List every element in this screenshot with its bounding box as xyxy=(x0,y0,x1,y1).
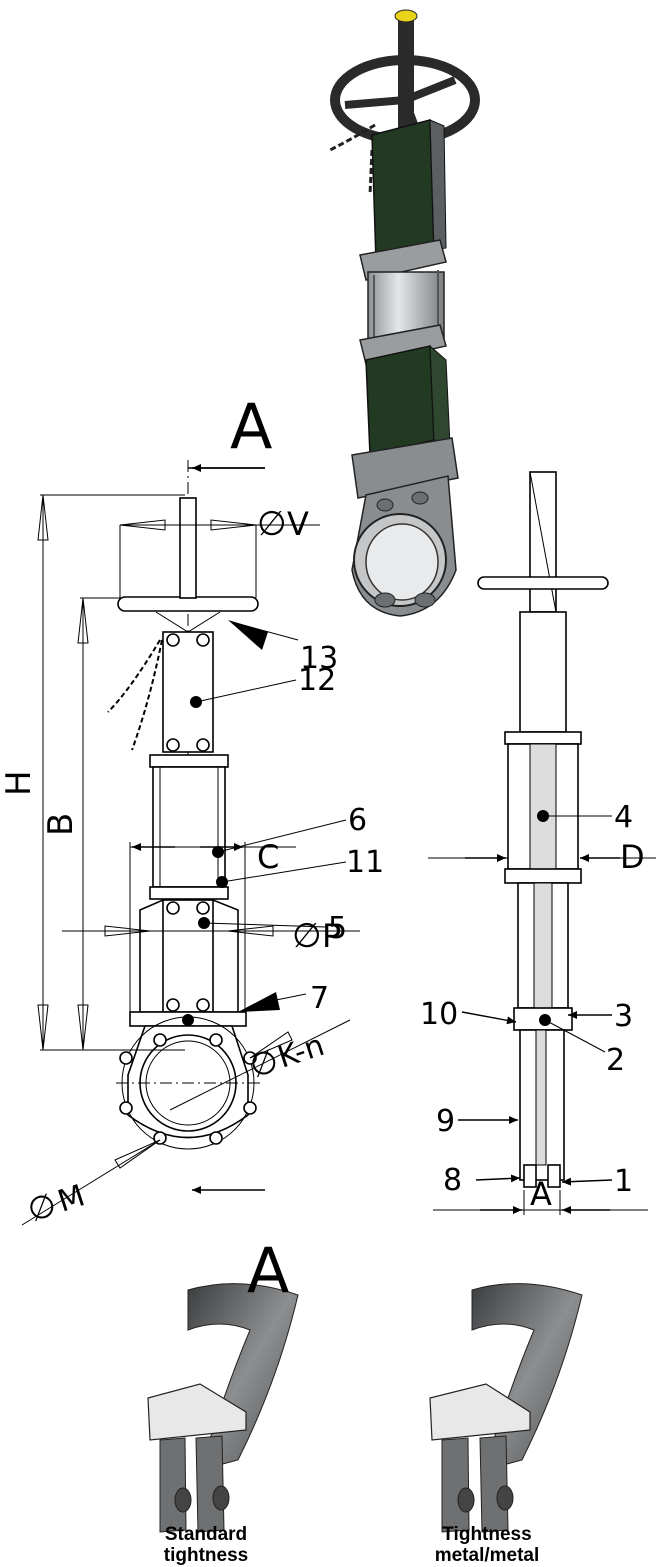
caption-metal-line1: Tightness xyxy=(442,1524,531,1545)
dim-v-label: V xyxy=(287,505,309,543)
section-dimensions xyxy=(428,815,656,1215)
caption-metal-line2: metal/metal xyxy=(435,1545,540,1566)
part-number-6: 6 xyxy=(348,803,367,838)
part-number-2: 2 xyxy=(606,1043,625,1078)
part-number-5: 5 xyxy=(328,911,347,946)
part-number-11: 11 xyxy=(346,845,384,880)
cylinder xyxy=(152,766,226,888)
handwheel xyxy=(117,596,259,612)
part-number-4: 4 xyxy=(614,800,633,835)
dim-p-symbol: ∅ xyxy=(292,916,322,956)
isometric-view xyxy=(329,9,480,617)
dim-h-label: H xyxy=(0,770,39,796)
dim-d-label: D xyxy=(620,838,645,876)
seat-detail-metal xyxy=(429,1283,583,1533)
part-number-9: 9 xyxy=(436,1104,455,1139)
part-number-1: 1 xyxy=(614,1164,633,1199)
dim-p-label: P xyxy=(322,917,341,955)
part-number-3: 3 xyxy=(614,999,633,1034)
dim-a-label: A xyxy=(530,1175,552,1213)
yoke-upper-3d xyxy=(371,119,435,263)
dim-c-label: C xyxy=(257,838,279,876)
chain-3d xyxy=(329,123,376,152)
seat-detail-standard xyxy=(147,1283,299,1533)
stem-cap xyxy=(394,9,418,23)
part-number-8: 8 xyxy=(443,1163,462,1198)
front-elevation xyxy=(107,460,262,1150)
dim-m-label: M xyxy=(54,1178,89,1219)
dim-v-symbol: ∅ xyxy=(257,504,287,544)
yoke-upper xyxy=(162,631,214,753)
part-number-12: 12 xyxy=(298,663,336,698)
stem xyxy=(179,497,197,599)
part-number-10: 10 xyxy=(420,997,458,1032)
yoke-lower-3d xyxy=(365,345,435,456)
section-mark-top: A xyxy=(230,390,272,463)
front-dimensions xyxy=(21,464,360,1226)
section-handwheel xyxy=(477,576,609,590)
part-number-13: 13 xyxy=(300,641,338,676)
dim-b-label: B xyxy=(41,813,81,836)
caption-standard-line2: tightness xyxy=(164,1545,248,1566)
caption-standard-line1: Standard xyxy=(165,1524,247,1545)
part-number-7: 7 xyxy=(310,981,329,1016)
section-view xyxy=(477,471,609,1188)
section-mark-bottom: A xyxy=(247,1234,289,1307)
